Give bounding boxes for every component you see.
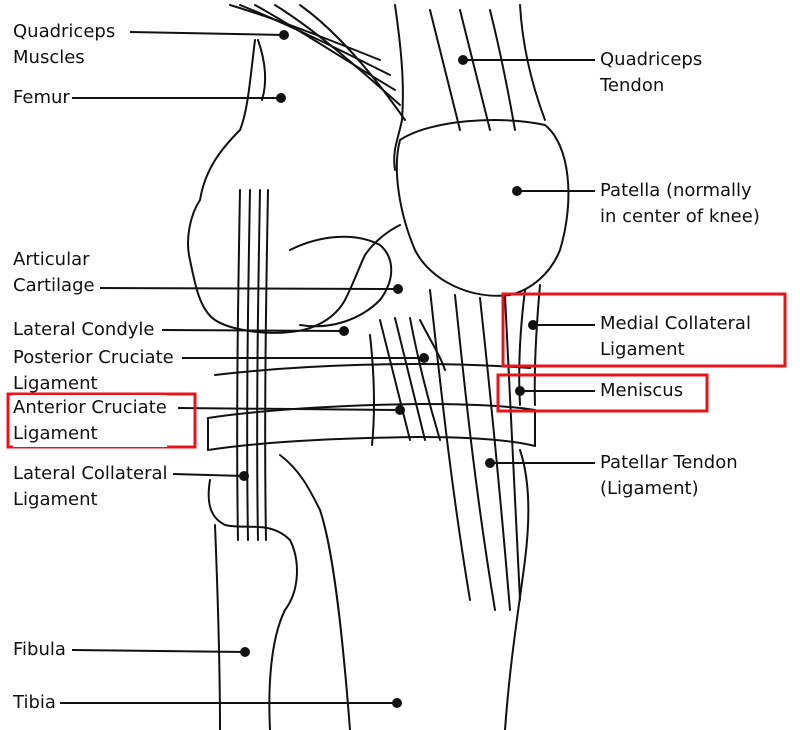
label-line: Quadriceps [600, 49, 703, 70]
fibula-outline [207, 479, 298, 730]
quadriceps-tendon-outline [393, 4, 404, 171]
highlight-box-anterior-cruciate [6, 392, 197, 449]
label-patellar-tendon: Patellar Tendon (Ligament) [600, 450, 738, 502]
cruciate-ligaments [379, 319, 411, 441]
label-posterior-cruciate: Posterior Cruciate Ligament [13, 345, 174, 397]
label-line: Muscles [13, 47, 85, 68]
label-line: Posterior Cruciate [13, 347, 174, 368]
label-line: Patellar Tendon [600, 452, 738, 473]
label-line: Ligament [13, 489, 98, 510]
pointer-dots [239, 30, 538, 708]
label-line: Medial Collateral [600, 313, 751, 334]
label-quadriceps-muscles: Quadriceps Muscles [13, 19, 115, 71]
leader-lines [60, 31, 595, 704]
label-medial-collateral: Medial Collateral Ligament [600, 311, 751, 363]
label-fibula: Fibula [13, 639, 66, 660]
label-lateral-condyle: Lateral Condyle [13, 319, 155, 340]
label-meniscus: Meniscus [600, 380, 684, 401]
label-line: Cartilage [13, 275, 95, 296]
label-line: Articular [13, 249, 90, 270]
label-lateral-collateral: Lateral Collateral Ligament [13, 461, 168, 513]
label-line: in center of knee) [600, 206, 760, 227]
label-line: Tendon [600, 75, 665, 96]
label-line: Ligament [13, 373, 98, 394]
meniscus-outline [207, 403, 536, 419]
label-tibia: Tibia [13, 692, 56, 713]
label-articular-cartilage: Articular Cartilage [13, 247, 95, 299]
highlight-boxes [6, 292, 787, 449]
femur-outline [187, 39, 366, 334]
quadriceps-fibers [229, 4, 381, 61]
patella-outline [395, 119, 570, 297]
label-line: Ligament [13, 423, 98, 444]
label-line: (Ligament) [600, 478, 699, 499]
label-femur: Femur [13, 87, 70, 108]
label-patella: Patella (normally in center of knee) [600, 178, 760, 230]
lateral-collateral-ligament [236, 189, 241, 541]
highlight-box-meniscus [496, 373, 709, 413]
tibia-outline [279, 454, 351, 730]
label-line: Quadriceps [13, 21, 116, 42]
label-line: Patella (normally [600, 180, 752, 201]
label-line: Lateral Collateral [13, 463, 168, 484]
label-line: Anterior Cruciate [13, 397, 167, 418]
patellar-tendon-outline [429, 289, 471, 601]
highlight-box-medial-collateral [501, 292, 787, 368]
label-anterior-cruciate: Anterior Cruciate Ligament [13, 395, 167, 447]
label-quadriceps-tendon: Quadriceps Tendon [600, 47, 702, 99]
label-line: Ligament [600, 339, 685, 360]
